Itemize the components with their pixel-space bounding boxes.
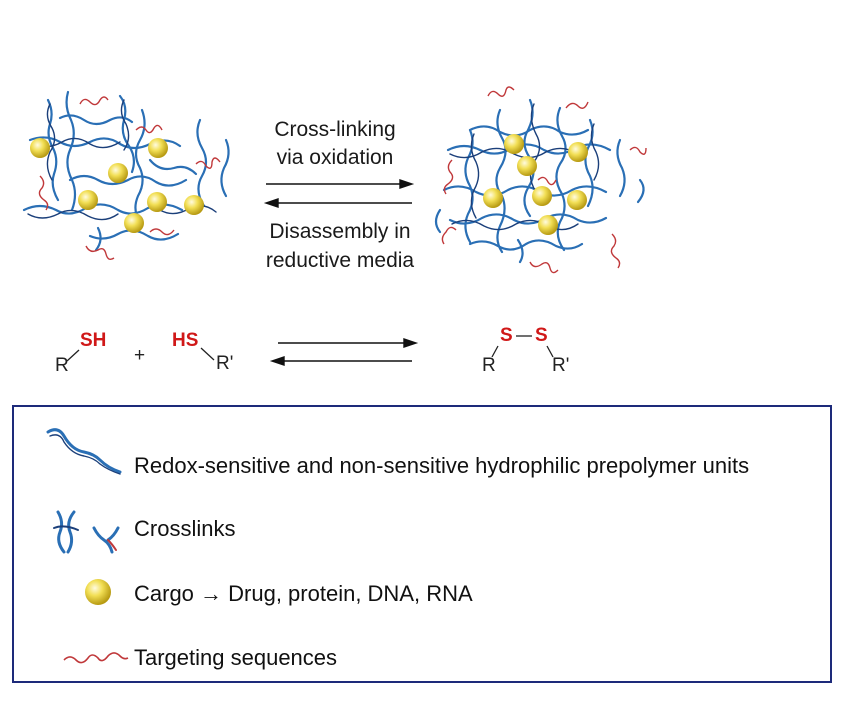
cargo-balls-dense [483,134,588,235]
disulfide-r1: R [482,355,496,376]
crosslinked-network [434,86,647,274]
polymer-chains-loose [22,90,230,252]
cargo-balls-loose [30,138,204,233]
equilibrium-arrows-chem [269,338,419,366]
forward-label-line1: Cross-linking [274,118,396,141]
chemistry-bonds [66,335,554,362]
disulfide-r2: R' [552,355,570,376]
legend-label-cargo: Cargo → Drug, protein, DNA, RNA [134,581,473,606]
thiol1-group: SH [80,330,107,351]
cargo-icon [85,579,111,605]
equilibrium-arrows-top [263,179,415,208]
thiol2-r: R' [216,353,234,374]
targeting-icon [63,652,129,664]
thiol2-group: HS [172,330,199,351]
reverse-label-line2: reductive media [265,249,415,272]
disulfide-s2: S [535,325,548,346]
plus-sign: + [134,345,146,366]
polymer-chains-dense [434,98,645,264]
crosslink-icon [53,510,120,554]
thiol1-r: R [55,355,69,376]
targeting-sequences-loose [38,96,221,261]
disulfide-s1: S [500,325,513,346]
legend-label-targeting: Targeting sequences [134,645,338,670]
forward-label-line2: via oxidation [276,146,394,169]
reverse-label-line1: Disassembly in [269,220,411,243]
legend-label-crosslinks: Crosslinks [134,516,236,541]
legend-icons [46,428,129,664]
prepolymer-icon [46,428,122,475]
legend-label-prepolymer: Redox-sensitive and non-sensitive hydrop… [134,453,750,478]
legend-box: Redox-sensitive and non-sensitive hydrop… [12,405,832,683]
targeting-sequences-dense [441,86,647,274]
loose-network [22,90,230,261]
